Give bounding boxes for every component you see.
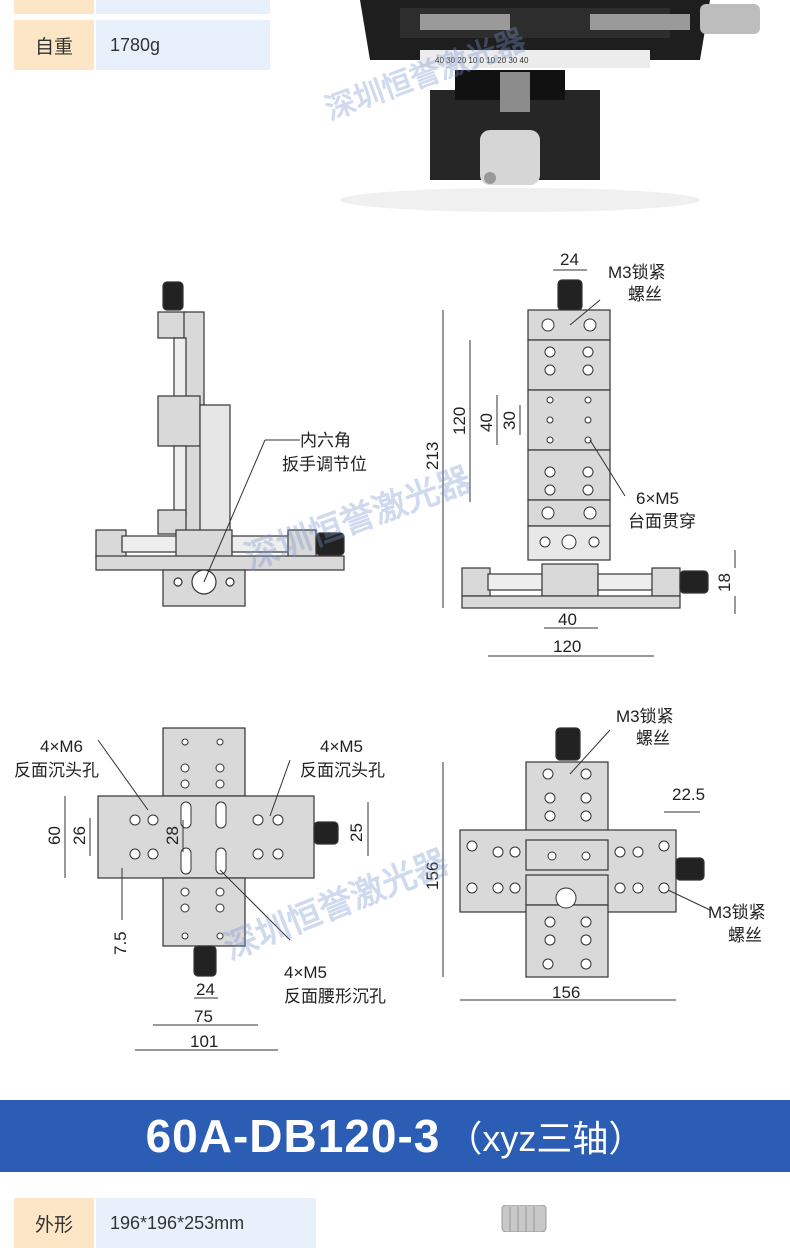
model-title: 60A-DB120-3 [145,1110,441,1162]
drawing1-watermark: 深圳恒誉激光器 [240,460,478,577]
m6-label-2: 反面沉头孔 [14,761,99,780]
dim-101: 101 [190,1032,218,1051]
front-view-dimensions [442,269,736,657]
lock-screw-label-2: 螺丝 [628,285,662,304]
dim-213: 213 [423,442,442,470]
dim-60: 60 [45,826,64,845]
spec-key-dimensions: 外形 [14,1198,94,1248]
tapped-holes-label-1: 6×M5 [636,489,679,508]
slot-label-2: 反面腰形沉孔 [284,987,386,1006]
lock-screw-label-1: M3锁紧 [608,263,666,282]
dim-26: 26 [70,826,89,845]
dim-156-horizontal: 156 [552,983,580,1002]
spec-value-dimensions: 196*196*253mm [96,1198,316,1248]
front-view-holes [539,318,600,550]
bottom-view-holes [129,738,284,940]
dim-7-5: 7.5 [111,931,130,955]
m5-label-1: 4×M5 [320,737,363,756]
hex-wrench-label-2: 扳手调节位 [282,455,367,474]
tapped-holes-label-2: 台面贯穿 [628,512,696,531]
spec-key [14,0,94,14]
slot-label-1: 4×M5 [284,963,327,982]
dim-24-top: 24 [560,250,579,269]
spec-row-dimensions: 外形 196*196*253mm [14,1198,316,1248]
top-view-holes [466,768,670,970]
lock-top-label-2: 螺丝 [636,729,670,748]
dim-120-horizontal: 120 [553,637,581,656]
bottom-view [97,727,339,977]
dim-156-vertical: 156 [423,862,442,890]
top-view [459,727,705,978]
hex-wrench-label-1: 内六角 [300,431,351,450]
top-view-dimensions [442,729,711,1001]
lock-right-label-2: 螺丝 [728,926,762,945]
dim-40-vertical: 40 [477,413,496,432]
spec-value [96,0,316,14]
m6-label-1: 4×M6 [40,737,83,756]
drawing-side-front: 内六角 扳手调节位 [95,250,736,657]
m5-label-2: 反面沉头孔 [300,761,385,780]
dim-25: 25 [347,823,366,842]
model-title-suffix: （xyz三轴） [446,1118,645,1159]
spec-key-weight: 自重 [14,20,94,70]
svg-text:40 30 20 10 0 10 20 30 40: 40 30 20 10 0 10 20 30 40 [435,56,529,65]
lock-right-label-1: M3锁紧 [708,903,766,922]
bottom-view-dimensions [64,739,369,1051]
dim-28: 28 [163,826,182,845]
dim-18: 18 [715,573,734,592]
dim-120-vertical: 120 [450,407,469,435]
drawing-bottom-top: 60 26 28 25 7.5 24 75 101 4×M6 反面沉头孔 4×M… [14,707,766,1051]
hex-wrench-callout: 内六角 扳手调节位 [203,431,367,583]
side-view [95,281,345,607]
product-photo-knob [501,1205,547,1232]
lock-top-label-1: M3锁紧 [616,707,674,726]
dim-22-5: 22.5 [672,785,705,804]
dim-75: 75 [194,1007,213,1026]
dim-30-vertical: 30 [500,411,519,430]
product-photo: 40 30 20 10 0 10 20 30 40 深圳恒誉激光器 [270,0,790,215]
dim-40-horizontal: 40 [558,610,577,629]
dim-24-bottom: 24 [196,980,215,999]
front-view [461,279,709,609]
spec-row-top-partial [14,0,316,14]
model-title-bar: 60A-DB120-3 （xyz三轴） [0,1100,790,1172]
